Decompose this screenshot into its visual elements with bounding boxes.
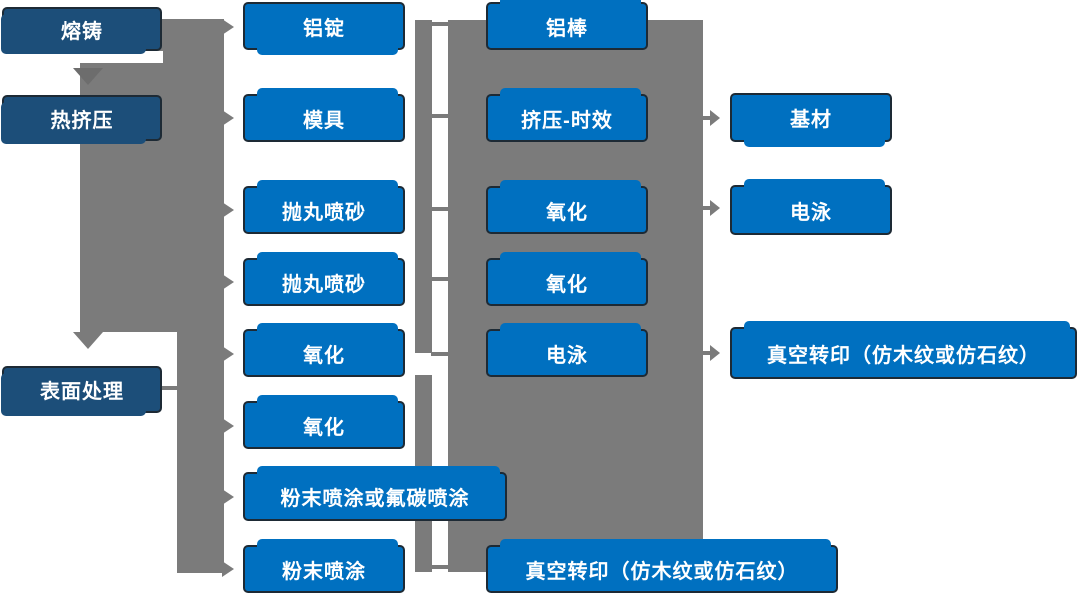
connector-oxidation-1	[431, 207, 449, 211]
connector-extrusion-aging	[431, 114, 449, 118]
arrow-to-powder-spray	[222, 561, 234, 577]
arrow-to-mould	[222, 110, 234, 126]
node-hot-extrusion: 热挤压	[1, 95, 162, 144]
flow-band-left	[80, 19, 224, 332]
node-electrophoresis-right: 电泳	[730, 179, 892, 235]
arrow-to-oxidation-b	[222, 418, 234, 434]
node-shot-blast-sandblast-2: 抛丸喷砂	[243, 252, 405, 306]
node-extrusion-aging: 挤压-时效	[486, 88, 648, 142]
node-electrophoresis-mid: 电泳	[486, 323, 648, 377]
node-melting-casting: 熔铸	[1, 7, 162, 54]
node-powder-or-fluorocarbon-spray: 粉末喷涂或氟碳喷涂	[243, 466, 507, 521]
connector-vacuum-transfer	[431, 565, 449, 569]
arrow-to-aluminum-ingot	[222, 19, 234, 35]
connector-surface-treatment	[162, 386, 178, 390]
node-aluminum-ingot: 铝锭	[243, 2, 405, 55]
connector-electrophoresis	[431, 352, 449, 356]
node-oxidation-a: 氧化	[243, 323, 405, 377]
node-mould: 模具	[243, 88, 405, 142]
flow-band-left-lower	[177, 332, 224, 573]
connector-oxidation-2	[431, 277, 449, 281]
band-gap	[80, 51, 163, 63]
arrow-to-shot-blast-1	[222, 202, 234, 218]
node-shot-blast-sandblast-1: 抛丸喷砂	[243, 180, 405, 234]
node-surface-treatment: 表面处理	[1, 366, 162, 416]
node-oxidation-d: 氧化	[486, 252, 648, 306]
arrow-to-oxidation-a	[222, 346, 234, 362]
collector-bar-upper	[415, 20, 432, 353]
arrow-down-to-surface-treatment	[73, 332, 103, 349]
node-oxidation-c: 氧化	[486, 180, 648, 234]
node-powder-spray: 粉末喷涂	[243, 539, 405, 593]
node-vacuum-transfer-bottom: 真空转印（仿木纹或仿石纹）	[486, 539, 838, 593]
arrow-to-electrophoresis-right	[701, 206, 710, 210]
node-vacuum-transfer-right: 真空转印（仿木纹或仿石纹）	[730, 321, 1077, 379]
node-oxidation-b: 氧化	[243, 395, 405, 449]
arrow-to-powder-fluorocarbon	[222, 489, 234, 505]
connector-aluminum-rod	[431, 22, 449, 26]
node-aluminum-rod: 铝棒	[486, 0, 648, 50]
arrow-down-to-hot-extrusion	[73, 68, 103, 85]
arrow-to-shot-blast-2	[222, 274, 234, 290]
node-base-material: 基材	[730, 93, 892, 147]
arrow-to-vacuum-transfer-right	[701, 351, 710, 355]
arrow-to-base-material	[701, 116, 710, 120]
